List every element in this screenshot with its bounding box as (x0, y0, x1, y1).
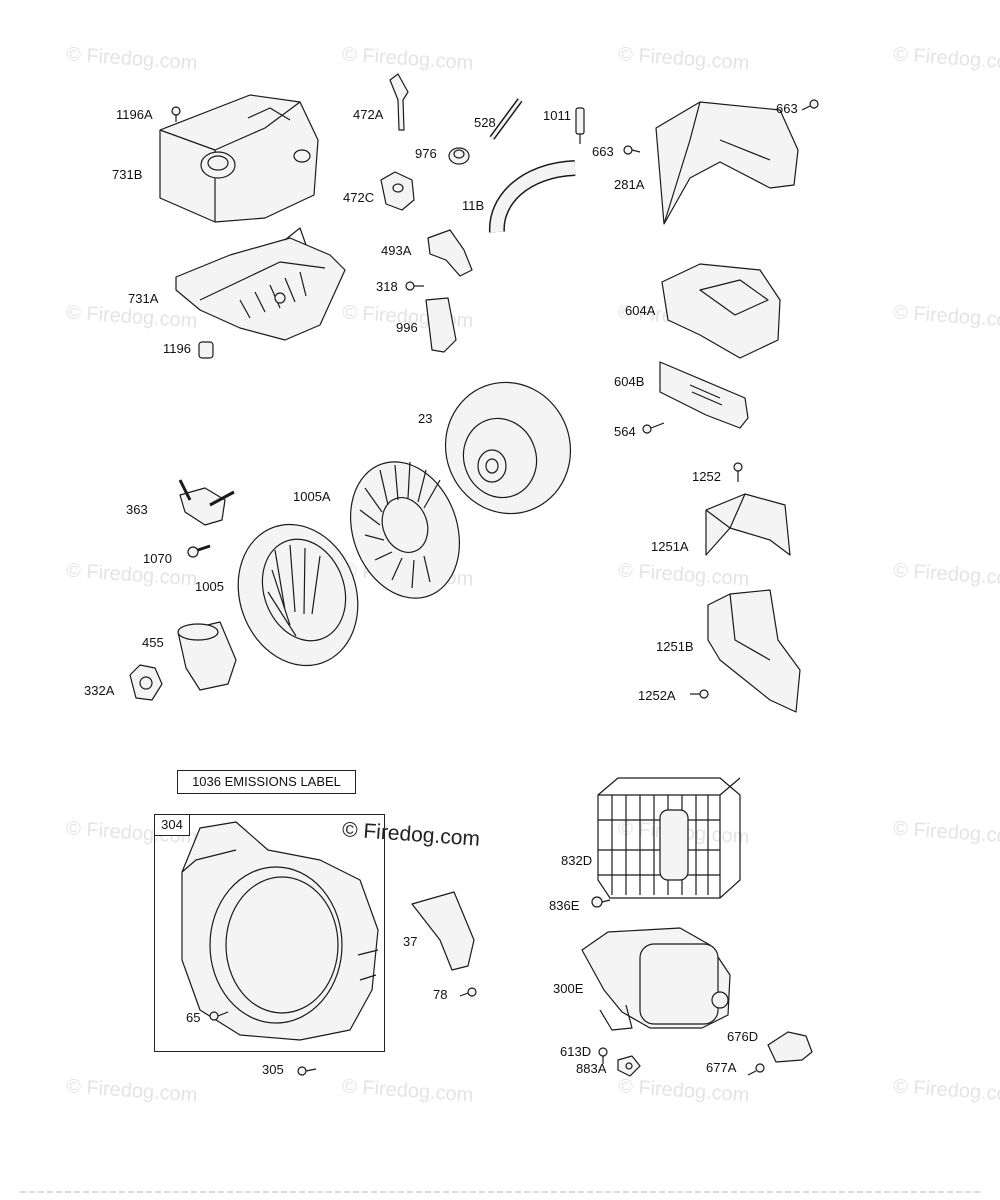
screw-part (624, 146, 640, 154)
part-label: 676D (727, 1029, 759, 1044)
screw-part (599, 1048, 607, 1064)
part-label: 663 (592, 144, 614, 159)
part-label: 1196A (116, 107, 153, 122)
fan-housing-part (219, 508, 377, 683)
part-label: 78 (433, 987, 448, 1002)
part-label: 332A (84, 683, 115, 698)
deflector-part (768, 1032, 812, 1062)
muffler-guard-part (598, 778, 740, 898)
cylinder-shroud-part (662, 264, 780, 358)
part-label: 363 (126, 502, 148, 517)
part-label: 305 (262, 1062, 284, 1077)
part-label: 1005 (195, 579, 224, 594)
fuel-line-part (492, 100, 520, 138)
screw-part (460, 988, 476, 996)
bracket-part (428, 230, 472, 276)
screw-part (734, 463, 742, 482)
part-label: 281A (614, 177, 645, 192)
kit-number-label: 304 (154, 814, 190, 836)
hose-part (497, 168, 575, 232)
part-label: 1070 (143, 551, 172, 566)
shield-plate-part (660, 362, 748, 428)
part-label: 23 (418, 411, 433, 426)
shield-plate-part (412, 892, 474, 970)
part-label: 663 (776, 101, 798, 116)
screw-part (592, 897, 610, 907)
grommet-part (449, 148, 469, 164)
fitting-part (576, 108, 584, 144)
screw-part (172, 107, 180, 122)
part-label: 604B (614, 374, 645, 389)
fuel-tank-part (160, 95, 318, 222)
part-label: 883A (576, 1061, 607, 1076)
part-label: 996 (396, 320, 418, 335)
nut-part (130, 665, 162, 700)
part-label: 976 (415, 146, 437, 161)
part-label: 731B (112, 167, 143, 182)
part-label: 1252 (692, 469, 721, 484)
muffler-part (582, 928, 730, 1030)
cover-part (706, 494, 790, 555)
blower-housing-part (182, 822, 378, 1040)
part-label: 65 (186, 1010, 201, 1025)
part-label: 493A (381, 243, 412, 258)
control-bracket-part (381, 172, 414, 210)
part-label: 613D (560, 1044, 592, 1059)
fan-part (332, 446, 478, 613)
part-label: 1251A (651, 539, 689, 554)
gasket-part (618, 1056, 640, 1076)
part-label: 832D (561, 853, 593, 868)
cup-part (178, 622, 236, 690)
part-label: 1252A (638, 688, 676, 703)
part-label: 564 (614, 424, 636, 439)
screw-part (690, 690, 708, 698)
part-label: 1196 (163, 341, 191, 356)
screw-part (406, 282, 424, 290)
air-guide-part (656, 102, 798, 224)
part-label: 300E (553, 981, 584, 996)
part-label: 1251B (656, 639, 694, 654)
kit-outline (154, 814, 385, 1052)
part-label: 472A (353, 107, 384, 122)
tank-shield-part (176, 228, 345, 340)
part-label: 677A (706, 1060, 737, 1075)
part-label: 528 (474, 115, 496, 130)
screw-part (298, 1067, 316, 1075)
part-label: 1005A (293, 489, 331, 504)
part-label: 455 (142, 635, 164, 650)
part-label: 731A (128, 291, 159, 306)
part-label: 37 (403, 934, 418, 949)
part-label: 472C (343, 190, 375, 205)
gasket-part (426, 298, 456, 352)
part-label: 604A (625, 303, 656, 318)
screw-part (210, 1012, 228, 1020)
lever-part (390, 74, 408, 130)
nut-part (199, 342, 213, 358)
emissions-label-box: 1036 EMISSIONS LABEL (177, 770, 356, 794)
bracket-part (180, 480, 234, 525)
baffle-part (708, 590, 800, 712)
part-label: 318 (376, 279, 398, 294)
part-label: 11B (462, 198, 485, 213)
screw-part (802, 100, 818, 110)
screw-part (643, 423, 664, 433)
flywheel-part (427, 365, 589, 531)
part-label: 1011 (543, 108, 571, 123)
screw-part (188, 546, 210, 557)
screw-part (748, 1064, 764, 1075)
part-label: 836E (549, 898, 580, 913)
